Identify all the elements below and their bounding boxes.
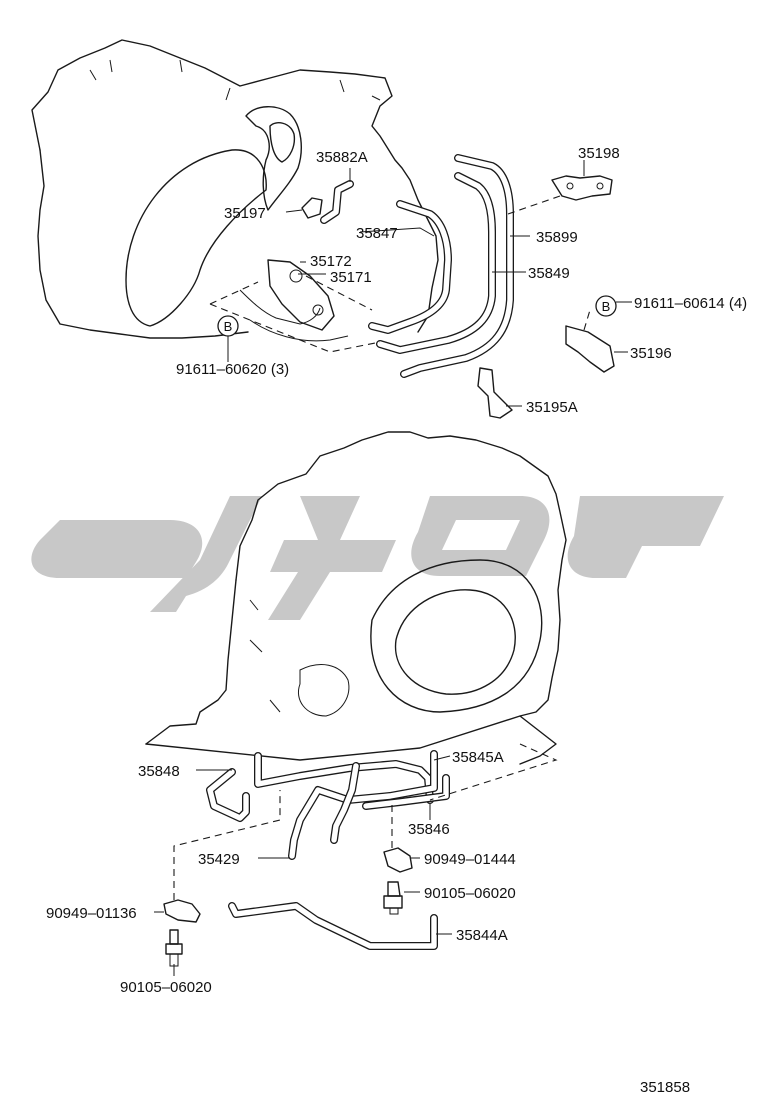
upper-cooler-pipes — [320, 154, 514, 378]
part-label: 35882A — [316, 149, 368, 166]
part-label: 35847 — [356, 225, 398, 242]
upper-assembly-lines — [209, 195, 591, 353]
leader-lines — [154, 160, 632, 976]
part-label: 35198 — [578, 145, 620, 162]
part-label: 35846 — [408, 821, 450, 838]
badge-letter: B — [224, 319, 233, 334]
callout-badge-b-left: B — [217, 315, 239, 337]
part-label: 35172 — [310, 253, 352, 270]
lower-fasteners — [163, 847, 413, 967]
part-label: 35849 — [528, 265, 570, 282]
part-label: 35429 — [198, 851, 240, 868]
part-label: 90105–06020 — [424, 885, 516, 902]
drawing-number: 351858 — [640, 1079, 690, 1096]
part-label: 35844A — [456, 927, 508, 944]
part-label: 91611–60620 (3) — [176, 361, 289, 378]
lower-transmission-housing — [145, 431, 567, 765]
callout-badge-b-right: B — [595, 295, 617, 317]
part-label: 35171 — [330, 269, 372, 286]
part-label: 35195A — [526, 399, 578, 416]
watermark-logo — [31, 496, 724, 620]
part-label: 91611–60614 (4) — [634, 295, 747, 312]
upper-brackets — [267, 175, 615, 419]
part-label: 90949–01444 — [424, 851, 516, 868]
part-labels: 35882A 35198 35197 35847 35899 35172 351… — [46, 145, 747, 996]
part-label: 35845A — [452, 749, 504, 766]
lower-assembly-lines — [173, 743, 558, 900]
part-label: 35848 — [138, 763, 180, 780]
part-label: 90105–06020 — [120, 979, 212, 996]
lower-cooler-pipes — [206, 750, 450, 950]
part-label: 35899 — [536, 229, 578, 246]
part-label: 35196 — [630, 345, 672, 362]
part-label: 90949–01136 — [46, 905, 137, 922]
upper-transmission-housing — [31, 39, 439, 342]
badge-letter: B — [602, 299, 611, 314]
part-label: 35197 — [224, 205, 266, 222]
